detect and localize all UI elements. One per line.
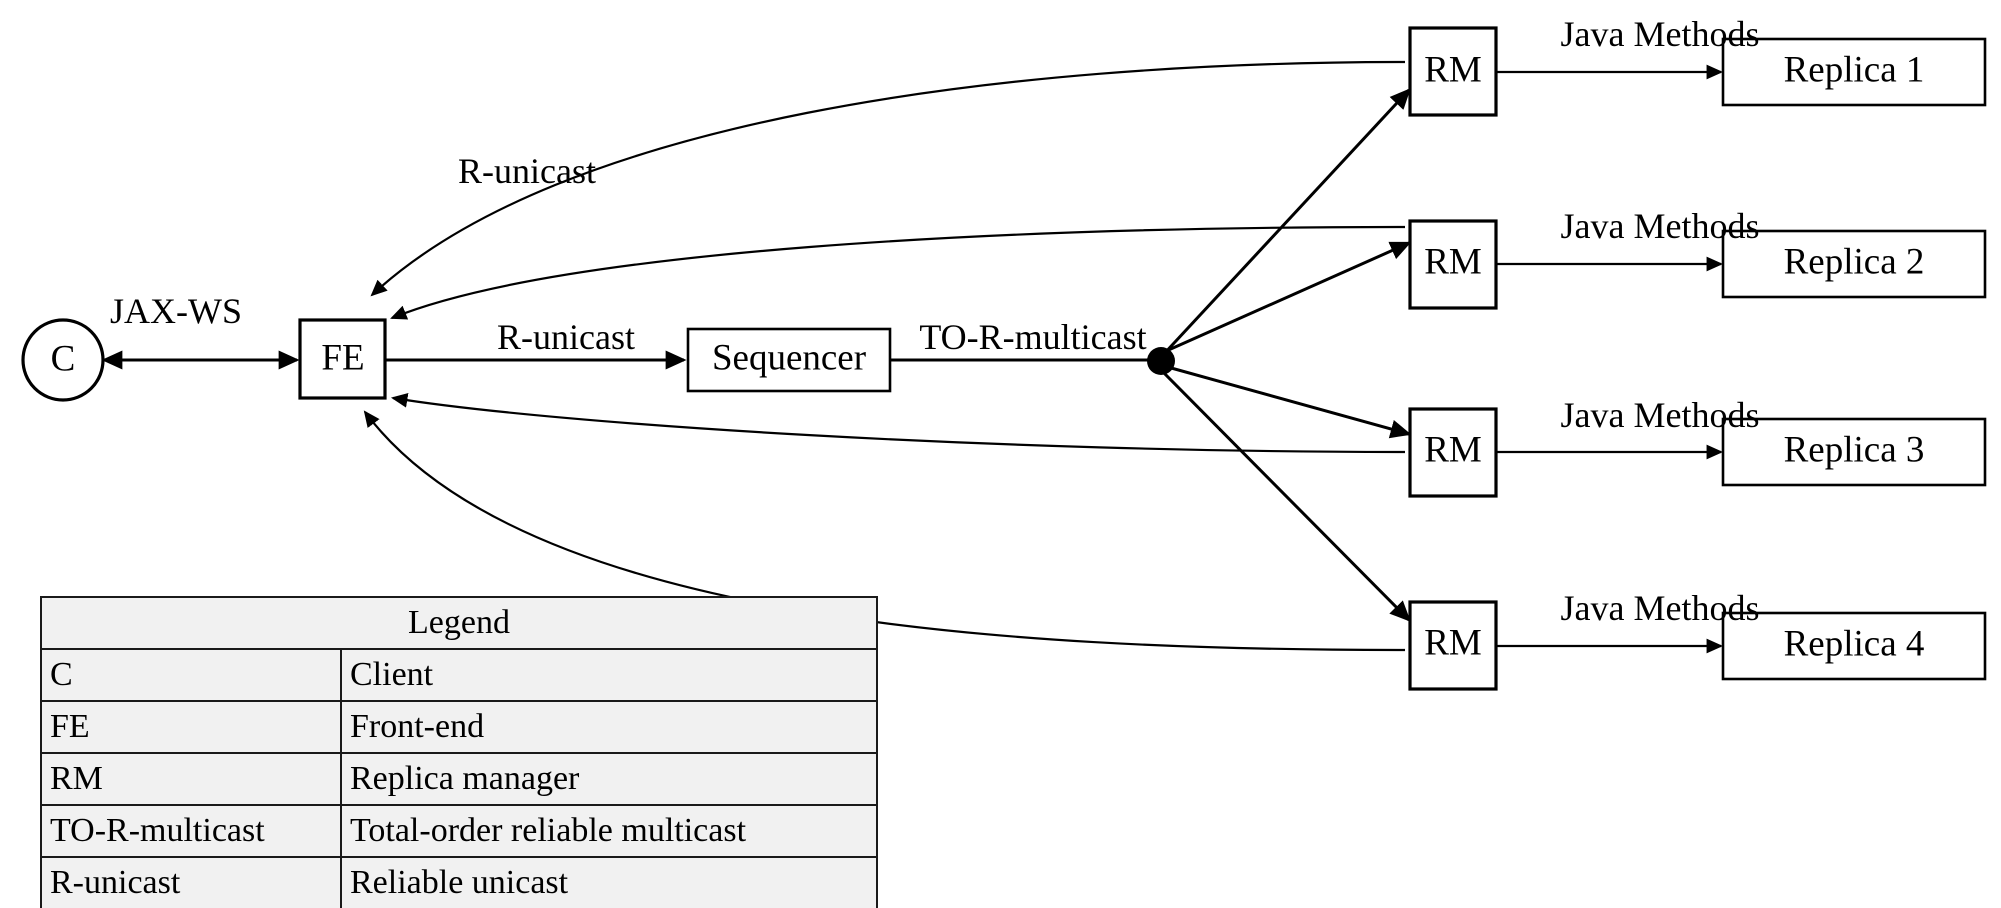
- legend-abbr: R-unicast: [40, 856, 342, 908]
- legend-row: C Client: [40, 648, 879, 702]
- node-client[interactable]: [21, 318, 105, 402]
- node-rm-3-label: RM: [1424, 429, 1482, 470]
- legend-meaning: Client: [339, 648, 879, 702]
- edge-junction-rm3: [1163, 364, 1412, 439]
- edge-label-r-unicast-mid: R-unicast: [497, 317, 635, 357]
- legend-row: R-unicast Reliable unicast: [40, 856, 879, 908]
- edge-junction-rm4: [1160, 369, 1411, 622]
- legend-row: FE Front-end: [40, 700, 879, 754]
- node-client-label: C: [51, 338, 76, 379]
- edge-label-java-methods-2: Java Methods: [1561, 206, 1760, 246]
- node-replica-3-label: Replica 3: [1784, 429, 1925, 470]
- edge-junction-rm1: [1160, 88, 1411, 358]
- node-rm-2[interactable]: [1408, 219, 1498, 310]
- node-rm-4[interactable]: [1408, 600, 1498, 691]
- edge-rm1-frontend: [370, 60, 1406, 297]
- legend-abbr: RM: [40, 752, 342, 806]
- node-rm-1-label: RM: [1424, 49, 1482, 90]
- node-rm-3[interactable]: [1408, 407, 1498, 498]
- node-replica-3[interactable]: [1721, 417, 1987, 487]
- node-replica-1[interactable]: [1721, 37, 1987, 107]
- edge-label-java-methods-3: Java Methods: [1561, 395, 1760, 435]
- node-replica-4[interactable]: [1721, 611, 1987, 681]
- edge-label-java-methods-4: Java Methods: [1561, 588, 1760, 628]
- legend-abbr: FE: [40, 700, 342, 754]
- edge-label-r-unicast-top: R-unicast: [458, 151, 596, 191]
- node-sequencer[interactable]: [686, 327, 892, 393]
- legend-row: TO-R-multicast Total-order reliable mult…: [40, 804, 879, 858]
- legend-table: Legend C Client FE Front-end RM Replica …: [39, 596, 879, 908]
- node-replica-2-label: Replica 2: [1784, 241, 1925, 282]
- node-rm-1[interactable]: [1408, 26, 1498, 117]
- node-sequencer-label: Sequencer: [712, 337, 866, 378]
- legend-abbr: C: [40, 648, 342, 702]
- legend-title: Legend: [39, 596, 879, 650]
- edge-label-java-methods-1: Java Methods: [1561, 14, 1760, 54]
- legend-meaning: Front-end: [339, 700, 879, 754]
- edge-label-to-r-multicast: TO-R-multicast: [919, 317, 1146, 357]
- legend-meaning: Total-order reliable multicast: [339, 804, 879, 858]
- legend-body: Legend C Client FE Front-end RM Replica …: [39, 596, 879, 908]
- legend-abbr: TO-R-multicast: [40, 804, 342, 858]
- edge-rm3-frontend: [390, 392, 1406, 454]
- node-replica-1-label: Replica 1: [1784, 49, 1925, 90]
- edge-junction-rm2: [1163, 241, 1412, 354]
- node-rm-2-label: RM: [1424, 241, 1482, 282]
- node-replica-4-label: Replica 4: [1784, 623, 1925, 664]
- edge-label-jaxws: JAX-WS: [110, 291, 242, 331]
- legend-row: RM Replica manager: [40, 752, 879, 806]
- multicast-junction-dot: [1147, 347, 1175, 375]
- node-rm-4-label: RM: [1424, 622, 1482, 663]
- node-replica-2[interactable]: [1721, 229, 1987, 299]
- edge-rm2-frontend: [390, 225, 1406, 320]
- node-frontend-label: FE: [321, 337, 364, 378]
- legend-meaning: Replica manager: [339, 752, 879, 806]
- legend-meaning: Reliable unicast: [339, 856, 879, 908]
- legend-header-row: Legend: [39, 596, 879, 650]
- node-frontend[interactable]: [298, 318, 387, 400]
